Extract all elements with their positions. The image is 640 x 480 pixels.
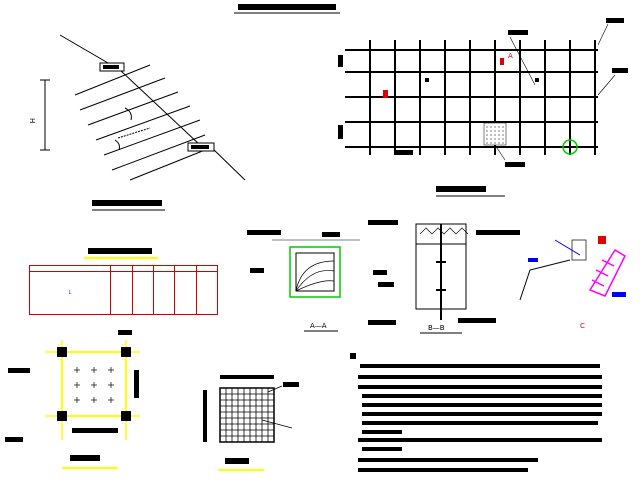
detail-c-title: C: [580, 322, 585, 330]
frame-grid-elevation: [345, 40, 598, 155]
section-a-title: A—A: [310, 322, 327, 330]
mesh-grid: [219, 385, 293, 443]
frame-grid-details: A: [338, 18, 628, 197]
table-cell: [152, 271, 176, 315]
mesh-grid-labels: [203, 375, 299, 471]
slope-labels: H: [28, 65, 209, 211]
section-a-a: A—A: [247, 230, 360, 332]
plan-view: [5, 330, 140, 469]
table-cell: [174, 271, 197, 315]
table-caption: [84, 248, 158, 259]
parameter-table: L: [28, 264, 219, 315]
mesh-caption: [225, 458, 249, 464]
pt-a-label: A: [508, 52, 513, 60]
section-b-title: B—B: [428, 324, 445, 332]
slope-caption: [92, 200, 162, 206]
section-b-labels: B—B: [368, 220, 520, 334]
table-cell: [195, 271, 219, 315]
table-row: L: [28, 271, 219, 315]
top-title: [234, 4, 340, 14]
slope-section-view: [40, 34, 246, 181]
grid-caption: [436, 186, 486, 192]
table-row: [28, 264, 219, 273]
table-cell: [131, 271, 154, 315]
notes-block: [350, 353, 602, 472]
table-cell: [195, 264, 219, 273]
plan-caption: [70, 455, 100, 461]
svg-text:H: H: [28, 118, 36, 123]
detail-c: C: [519, 236, 626, 330]
section-b-b: [415, 223, 469, 320]
table-cell: L: [28, 271, 112, 315]
table-cell: [110, 271, 133, 315]
